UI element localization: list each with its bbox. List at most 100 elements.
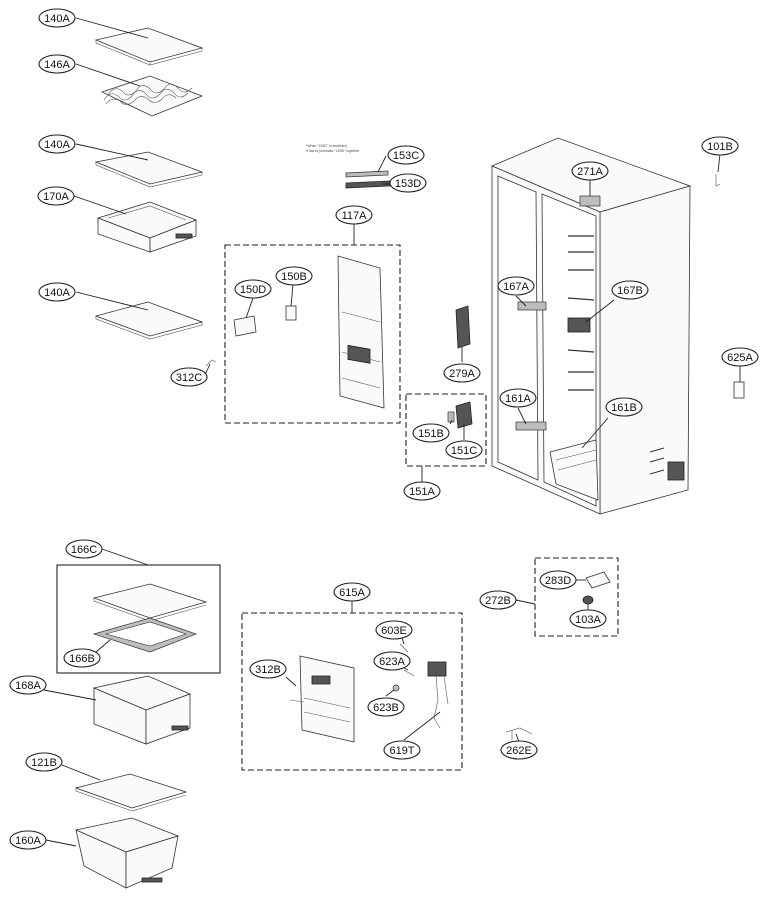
label-153c: 153C bbox=[387, 145, 425, 165]
svg-text:167B: 167B bbox=[617, 285, 643, 297]
svg-text:160A: 160A bbox=[15, 835, 41, 847]
wire-623a bbox=[403, 669, 415, 677]
svg-text:615A: 615A bbox=[339, 587, 365, 599]
part-labels: 140A 146A 140A 170A 140A 312C 153C 153D … bbox=[9, 8, 759, 850]
label-161a: 161A bbox=[499, 388, 537, 408]
label-150d: 150D bbox=[234, 279, 272, 299]
label-166c: 166C bbox=[65, 539, 103, 559]
label-167a: 167A bbox=[497, 276, 535, 296]
label-623a: 623A bbox=[373, 651, 411, 671]
svg-text:140A: 140A bbox=[44, 13, 70, 25]
svg-text:166C: 166C bbox=[71, 544, 97, 556]
label-272b: 272B bbox=[479, 590, 517, 610]
label-146a: 146A bbox=[38, 54, 76, 74]
svg-text:170A: 170A bbox=[43, 191, 69, 203]
leader-lines bbox=[43, 17, 741, 847]
label-140a-1: 140A bbox=[38, 8, 76, 28]
crisper-cover-121b bbox=[74, 773, 188, 812]
svg-text:167A: 167A bbox=[503, 281, 529, 293]
label-603e: 603E bbox=[375, 620, 413, 640]
wire-clip-312c bbox=[205, 359, 217, 367]
crisper-drawer-168a bbox=[92, 675, 192, 745]
svg-text:623A: 623A bbox=[379, 656, 405, 668]
label-151b: 151B bbox=[412, 423, 450, 443]
group-box-166c bbox=[56, 564, 221, 674]
note-line-2: it has to purchase "153D" together bbox=[306, 149, 360, 153]
glass-shelf-140a-top bbox=[94, 27, 204, 66]
svg-text:153C: 153C bbox=[393, 150, 419, 162]
label-615a: 615A bbox=[333, 582, 371, 602]
label-312b: 312B bbox=[249, 659, 287, 679]
label-151a: 151A bbox=[403, 481, 441, 501]
connector-623b bbox=[392, 684, 400, 692]
label-150b: 150B bbox=[275, 266, 313, 286]
wire-harness-262e bbox=[505, 727, 533, 740]
group-box-151a bbox=[405, 393, 487, 467]
svg-text:262E: 262E bbox=[506, 745, 532, 757]
cap-103a bbox=[582, 595, 594, 605]
glass-shelf-140a-bottom bbox=[94, 301, 204, 340]
dispenser-part-150b bbox=[285, 305, 297, 321]
svg-text:312B: 312B bbox=[255, 664, 281, 676]
valve-assembly-619t bbox=[427, 661, 449, 729]
svg-text:151C: 151C bbox=[451, 445, 477, 457]
glass-shelf-140a-middle bbox=[94, 151, 204, 188]
svg-text:619T: 619T bbox=[389, 745, 414, 757]
label-283d: 283D bbox=[539, 570, 577, 590]
light-cover-279a bbox=[455, 305, 471, 349]
svg-text:140A: 140A bbox=[44, 139, 70, 151]
group-box-117a bbox=[224, 244, 401, 424]
label-262e: 262E bbox=[500, 740, 538, 760]
bracket-625a bbox=[733, 381, 745, 399]
deli-drawer-170a bbox=[96, 201, 198, 253]
svg-text:101B: 101B bbox=[707, 141, 733, 153]
control-panel-312b bbox=[289, 655, 355, 743]
wire-603e bbox=[399, 643, 409, 653]
svg-text:146A: 146A bbox=[44, 59, 70, 71]
trim-153c bbox=[345, 170, 389, 178]
svg-text:312C: 312C bbox=[176, 372, 202, 384]
label-279a: 279A bbox=[443, 363, 481, 383]
label-167b: 167B bbox=[611, 280, 649, 300]
label-140a-2: 140A bbox=[38, 134, 76, 154]
svg-text:121B: 121B bbox=[31, 757, 57, 769]
svg-text:140A: 140A bbox=[44, 287, 70, 299]
label-117a: 117A bbox=[335, 205, 373, 225]
svg-text:150B: 150B bbox=[281, 271, 307, 283]
label-625a: 625A bbox=[721, 347, 759, 367]
svg-text:625A: 625A bbox=[727, 352, 753, 364]
svg-text:117A: 117A bbox=[342, 210, 368, 222]
svg-text:271A: 271A bbox=[577, 166, 603, 178]
label-151c: 151C bbox=[445, 440, 483, 460]
label-170a: 170A bbox=[37, 186, 75, 206]
label-121b: 121B bbox=[25, 752, 63, 772]
label-619t: 619T bbox=[383, 740, 421, 760]
svg-text:103A: 103A bbox=[575, 614, 601, 626]
label-168a: 168A bbox=[9, 675, 47, 695]
label-160a: 160A bbox=[9, 830, 47, 850]
crisper-frame-166b bbox=[92, 617, 198, 653]
part-151b bbox=[447, 411, 455, 423]
dispenser-cover-150d bbox=[233, 315, 257, 337]
label-271a: 271A bbox=[571, 161, 609, 181]
svg-text:283D: 283D bbox=[545, 575, 571, 587]
label-312c: 312C bbox=[170, 367, 208, 387]
label-161b: 161B bbox=[605, 397, 643, 417]
trim-153d bbox=[345, 180, 391, 189]
door-panel-117a bbox=[337, 255, 385, 409]
label-140a-3: 140A bbox=[38, 282, 76, 302]
refrigerator-cabinet bbox=[490, 137, 692, 515]
svg-text:623B: 623B bbox=[373, 702, 399, 714]
crisper-cover-166c bbox=[92, 583, 208, 622]
label-103a: 103A bbox=[569, 609, 607, 629]
clip-101b bbox=[715, 174, 721, 187]
wine-rack-146a bbox=[100, 75, 204, 117]
svg-text:161B: 161B bbox=[611, 402, 637, 414]
note-text-block: *When "153C" is switched, it has to purc… bbox=[306, 144, 360, 153]
svg-text:603E: 603E bbox=[381, 625, 407, 637]
hinge-283d bbox=[585, 571, 611, 589]
svg-text:161A: 161A bbox=[505, 393, 531, 405]
svg-text:153D: 153D bbox=[395, 178, 421, 190]
